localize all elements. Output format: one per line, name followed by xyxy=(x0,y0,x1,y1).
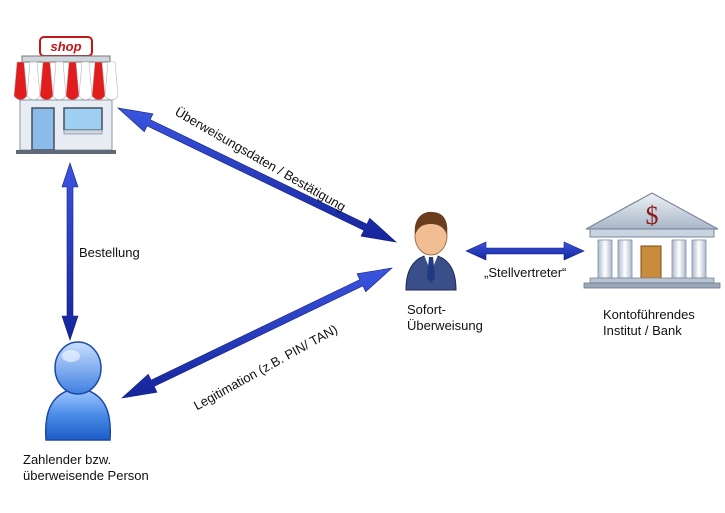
bank-caption-line1: Kontoführendes xyxy=(603,307,695,322)
payer-caption-line1: Zahlender bzw. xyxy=(23,452,112,467)
sofort-caption-line2: Überweisung xyxy=(407,318,483,333)
arrows-layer xyxy=(61,107,585,399)
awning-stripe xyxy=(39,61,54,101)
businessman-icon xyxy=(405,211,457,291)
arrow-payer-sofort xyxy=(121,267,393,399)
label-proxy: „Stellvertreter“ xyxy=(484,265,567,280)
awning-stripe xyxy=(78,61,93,101)
awning-stripe xyxy=(91,61,106,101)
payer-caption: Zahlender bzw. überweisende Person xyxy=(23,452,149,484)
awning-stripe xyxy=(104,61,119,101)
bank-caption-line2: Institut / Bank xyxy=(603,323,682,338)
dollar-symbol: $ xyxy=(646,201,659,230)
awning-stripe xyxy=(26,61,41,101)
payer-caption-line2: überweisende Person xyxy=(23,468,149,483)
label-order: Bestellung xyxy=(79,245,140,260)
awning-stripe xyxy=(65,61,80,101)
arrow-shop-payer xyxy=(61,162,79,341)
shop-sign-text: shop xyxy=(50,39,81,54)
awning-stripe xyxy=(52,61,67,101)
arrow-sofort-bank xyxy=(465,241,585,261)
sofort-caption: Sofort- Überweisung xyxy=(407,302,483,334)
bank-caption: Kontoführendes Institut / Bank xyxy=(603,307,695,339)
awning-stripe xyxy=(13,61,28,101)
bank-icon: $ xyxy=(583,192,721,289)
person-icon xyxy=(44,341,112,441)
arrow-shop-sofort xyxy=(117,107,397,243)
shop-icon: shop xyxy=(13,36,119,154)
sofort-caption-line1: Sofort- xyxy=(407,302,447,317)
